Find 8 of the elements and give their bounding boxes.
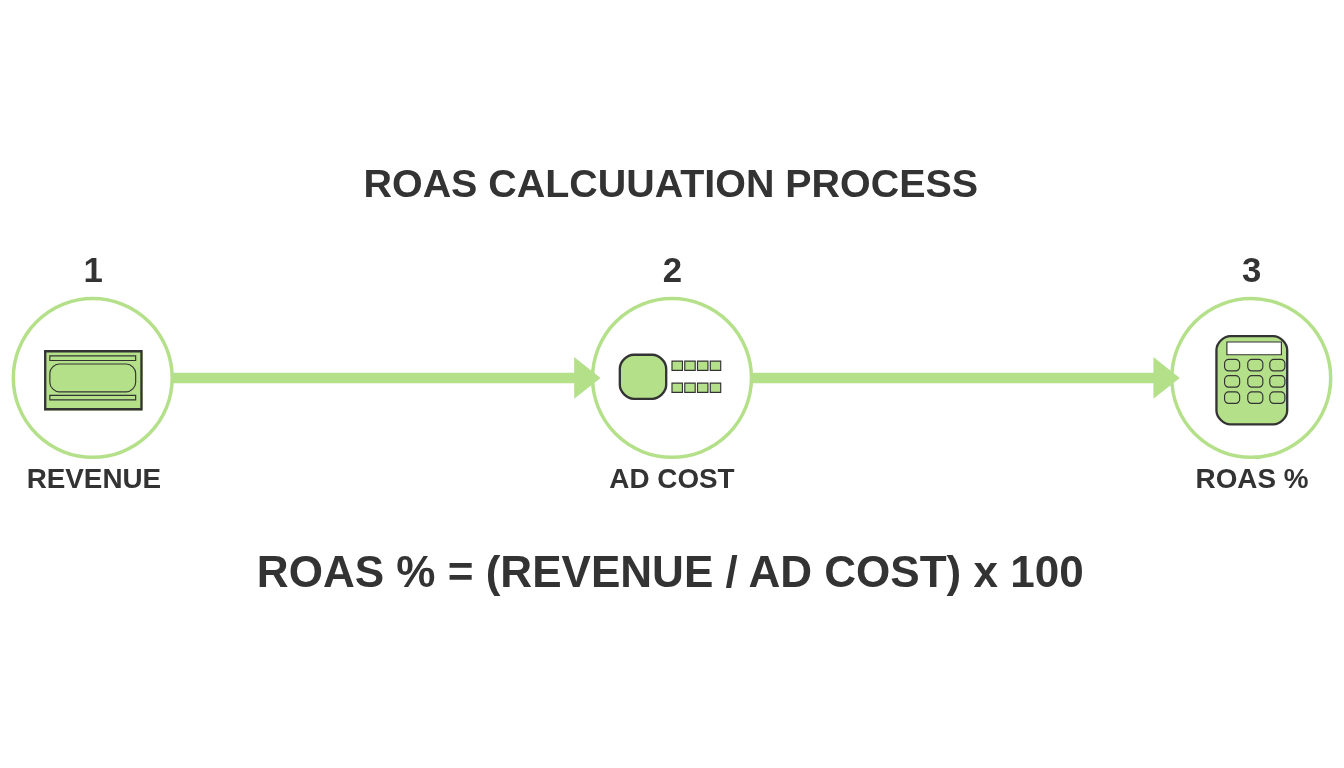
node-label: REVENUE bbox=[26, 463, 162, 495]
diagram-title: ROAS CALCUUATION PROCESS bbox=[363, 160, 979, 205]
node-label: 2 bbox=[662, 250, 683, 289]
node-label: 1 bbox=[83, 250, 103, 289]
node-label: 3 bbox=[1241, 250, 1262, 289]
node-label: AD COST bbox=[609, 463, 735, 495]
label: ROAS % = (REVENUE / AD COST) x 100 bbox=[256, 547, 1084, 597]
node-label: ROAS % bbox=[1195, 463, 1309, 495]
